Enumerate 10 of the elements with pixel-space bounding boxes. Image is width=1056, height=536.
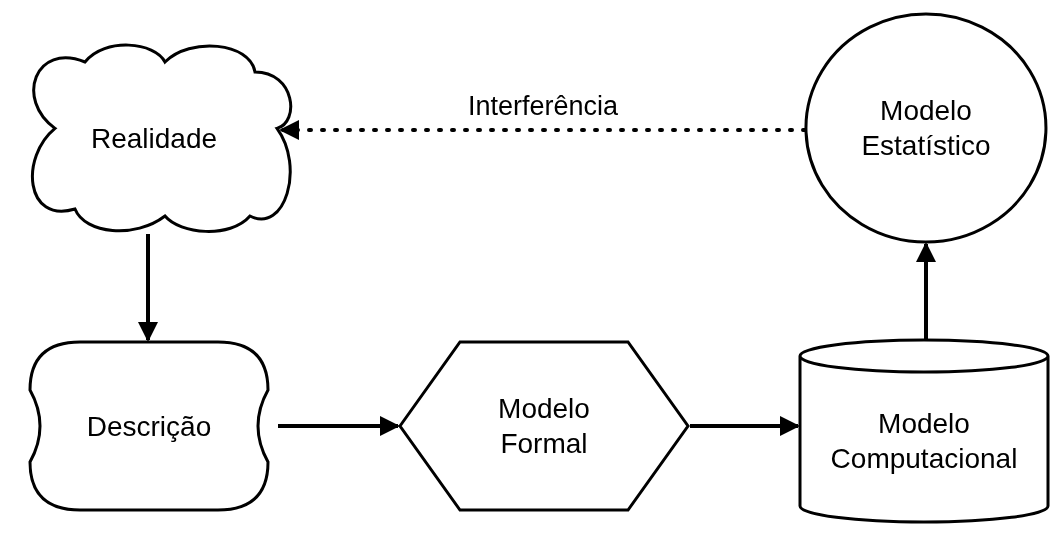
arrow <box>138 234 158 342</box>
node-label: Modelo Computacional <box>829 407 1019 476</box>
node-label: Modelo Estatístico <box>860 94 992 163</box>
arrow <box>916 242 936 340</box>
arrow <box>279 120 807 140</box>
arrow <box>278 416 400 436</box>
node-label: Modelo Formal <box>497 392 591 461</box>
arrow <box>690 416 800 436</box>
node-label: Realidade <box>90 121 218 156</box>
node-label: Descrição <box>86 409 212 444</box>
